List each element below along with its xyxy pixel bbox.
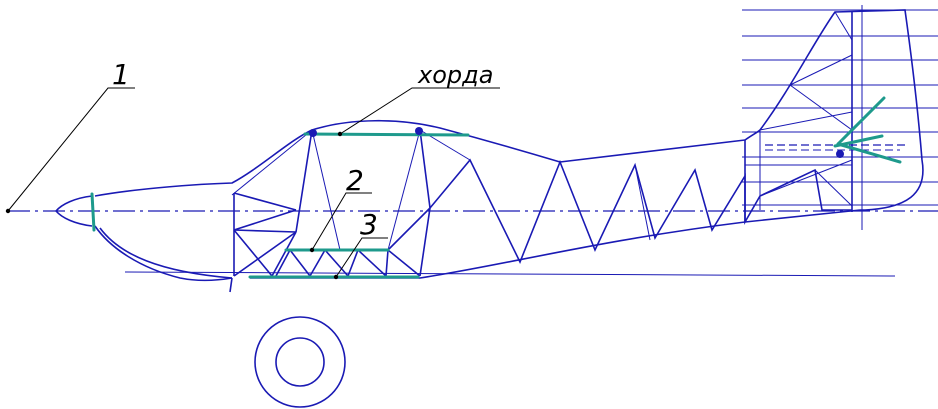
landing-wheel <box>254 316 346 408</box>
leader-lines <box>7 87 500 278</box>
leader-dots <box>5 131 343 280</box>
fuselage-truss <box>429 11 905 264</box>
fuselage-outline <box>54 119 861 293</box>
cockpit-truss <box>231 129 471 277</box>
label-2: 2 <box>346 164 364 197</box>
label-chord: хорда <box>417 61 493 89</box>
ground-line <box>124 271 896 277</box>
joint-markers <box>309 127 844 158</box>
label-3: 3 <box>360 208 378 241</box>
label-1: 1 <box>112 58 130 91</box>
